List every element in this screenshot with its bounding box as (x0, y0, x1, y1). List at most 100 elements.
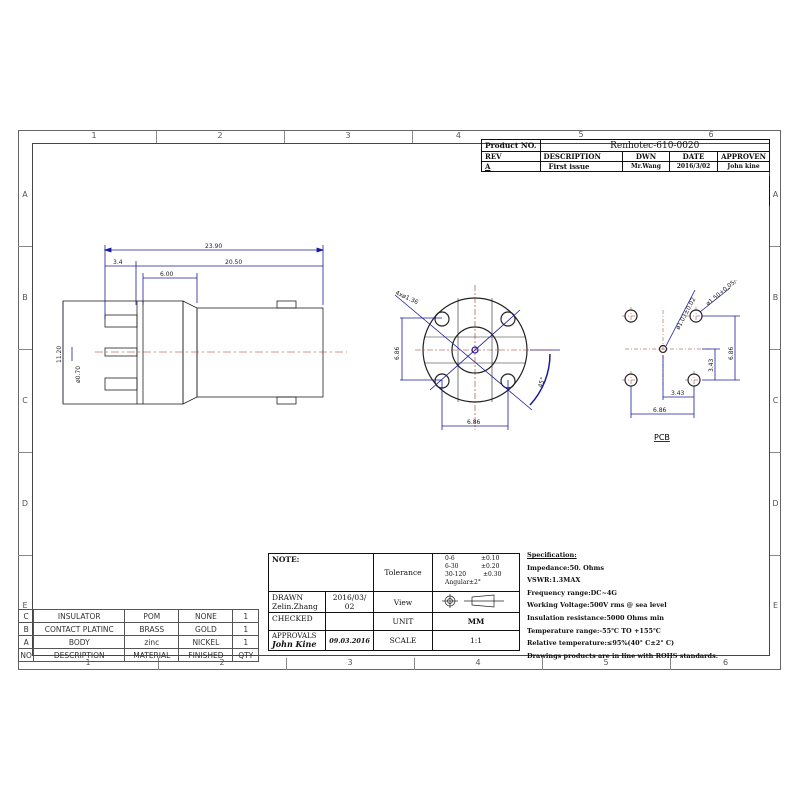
zone-row-right-d: D (770, 452, 781, 556)
zone-col-bottom-6: 6 (722, 658, 729, 667)
zone-col-bottom-4: 4 (414, 658, 543, 670)
bom-material: POM (124, 609, 180, 623)
bom-row: A BODY zinc NICKEL 1 (17, 635, 259, 649)
tolerance-line: 6-30±0.20 (445, 563, 500, 570)
zone-row-right-c: C (770, 349, 781, 453)
bom-table: C INSULATOR POM NONE 1 B CONTACT PLATINC… (17, 609, 259, 662)
zone-col-2: 2 (156, 131, 285, 143)
checked-value (325, 612, 374, 631)
bom-finished: NONE (178, 609, 234, 623)
side-view-drawing: 23.90 3.4 20.50 6.00 11.20 ø0.70 (56, 243, 347, 405)
tolerance-label: Tolerance (372, 553, 434, 592)
bom-qty: 1 (232, 609, 259, 623)
product-no-label: Product NO. (481, 139, 541, 152)
spec-line: Impedance:50. Ohms (527, 563, 605, 572)
note-label: NOTE: (268, 553, 374, 592)
bom-row: B CONTACT PLATINC BRASS GOLD 1 (17, 622, 259, 636)
approvals-date: 09.03.2016 (325, 630, 374, 651)
dim-vertical: 6.86 (394, 346, 401, 360)
bom-material: zinc (124, 635, 180, 649)
bom-no: B (17, 622, 35, 636)
header-dwn: DWN (622, 151, 670, 162)
title-block: Product NO. Renhotec-610-0020 REV DESCRI… (481, 139, 770, 172)
spec-line: Drawings products are in line with ROHS … (527, 651, 719, 660)
projection-view-icon (442, 594, 504, 608)
dim-vertical-half: 3.43 (708, 358, 715, 372)
tolerance-line: Angular±2° (445, 579, 481, 586)
dim-corner-hole: ø1.50+0.05/-0.02 (705, 280, 750, 308)
title-block-side-line (769, 176, 771, 206)
dwn-value: Mr.Wang (622, 161, 670, 172)
header-approven: APPROVEN (717, 151, 770, 162)
revision-row: A First issue Mr.Wang 2016/3/02 John kin… (481, 161, 770, 172)
bom-finished: NICKEL (178, 635, 234, 649)
pcb-view-drawing: ø1.03±0.02 ø1.50+0.05/-0.02 6.86 3.43 3.… (622, 280, 750, 442)
bom-qty: 1 (232, 622, 259, 636)
spec-line: Frequency range:DC~4G (527, 588, 617, 597)
date-value: 2016/3/02 (668, 161, 719, 172)
zone-col-bottom-1: 1 (18, 658, 159, 670)
approvals-signature: John Kine (272, 639, 317, 649)
bom-description: BODY (33, 635, 126, 649)
zone-col-bottom-5: 5 (542, 658, 671, 670)
bom-material: BRASS (124, 622, 180, 636)
dim-pin: ø0.70 (75, 366, 82, 383)
scale-label: SCALE (372, 630, 434, 651)
spec-line: Temperature range:-55℃ TO +155℃ (527, 626, 661, 635)
specification-block: Specification: Impedance:50. Ohms VSWR:1… (527, 549, 777, 662)
bom-description: CONTACT PLATINC (33, 622, 126, 636)
zone-row-right-a: A (770, 143, 781, 247)
drawn-by: Zelin.Zhang (272, 602, 318, 611)
bom-header-qty: QTY (232, 648, 259, 662)
dim-flange: 6.00 (160, 271, 174, 278)
zone-col-bottom-2: 2 (158, 658, 287, 670)
tolerance-line: 0-6±0.10 (445, 555, 500, 562)
approvals-label: APPROVALS (272, 632, 317, 640)
product-no-value: Renhotec-610-0020 (539, 139, 770, 152)
dim-left: 3.4 (113, 259, 123, 266)
zone-col-6: 6 (708, 130, 714, 139)
view-label: View (372, 591, 434, 613)
bom-no: C (17, 609, 35, 623)
spec-line: VSWR:1.3MAX (527, 576, 581, 585)
info-block: NOTE: Tolerance 0-6±0.10 6-30±0.20 30-12… (267, 553, 520, 651)
rev-value: A (481, 161, 541, 172)
checked-label: CHECKED (267, 612, 327, 631)
zone-rows-right: A B C D E (770, 143, 781, 656)
dim-center-hole: ø1.03±0.02 (675, 296, 698, 331)
zone-row-a: A (18, 143, 32, 247)
bom-header-row: NO DESCRIPTION MATERIAL FINISHED QTY (17, 648, 259, 662)
pcb-label: PCB (654, 433, 670, 442)
spec-line: Relative temperature:≤95%(40° C±2° C) (527, 639, 675, 648)
bom-header-material: MATERIAL (124, 648, 180, 662)
bom-row: C INSULATOR POM NONE 1 (17, 609, 259, 623)
approven-value: John kine (717, 161, 770, 172)
zone-col-4: 4 (455, 131, 461, 140)
tolerance-values: 0-6±0.10 6-30±0.20 30-120±0.30 Angular±2… (432, 553, 520, 592)
header-rev: REV (481, 151, 541, 162)
drawing-frame-outer (18, 130, 781, 670)
header-date: DATE (668, 151, 719, 162)
zone-row-right-e: E (772, 601, 779, 610)
view-symbol (432, 591, 520, 613)
unit-value: MM (432, 612, 520, 631)
dim-vertical-full: 6.86 (728, 346, 735, 360)
drawn-date: 2016/03/ 02 (325, 591, 374, 613)
zone-row-right-b: B (770, 246, 781, 350)
scale-value: 1:1 (432, 630, 520, 651)
description-value: First issue (539, 161, 624, 172)
zone-row-e: E (22, 601, 28, 610)
bom-header-description: DESCRIPTION (33, 648, 126, 662)
zone-columns-bottom: 1 2 3 4 5 6 (18, 656, 781, 670)
zone-col-3: 3 (284, 131, 413, 143)
zone-rows-left: A B C D E (18, 143, 32, 656)
tolerance-line: 30-120±0.30 (445, 571, 502, 578)
drawn-label: DRAWN (272, 593, 304, 602)
bom-no: A (17, 635, 35, 649)
bom-description: INSULATOR (33, 609, 126, 623)
zone-row-d: D (18, 452, 32, 556)
zone-row-b: B (18, 246, 32, 350)
dim-horizontal-full: 6.86 (653, 407, 667, 414)
spec-line: Insulation resistance:5000 Ohms min (527, 613, 665, 622)
dim-right: 20.50 (225, 259, 242, 266)
